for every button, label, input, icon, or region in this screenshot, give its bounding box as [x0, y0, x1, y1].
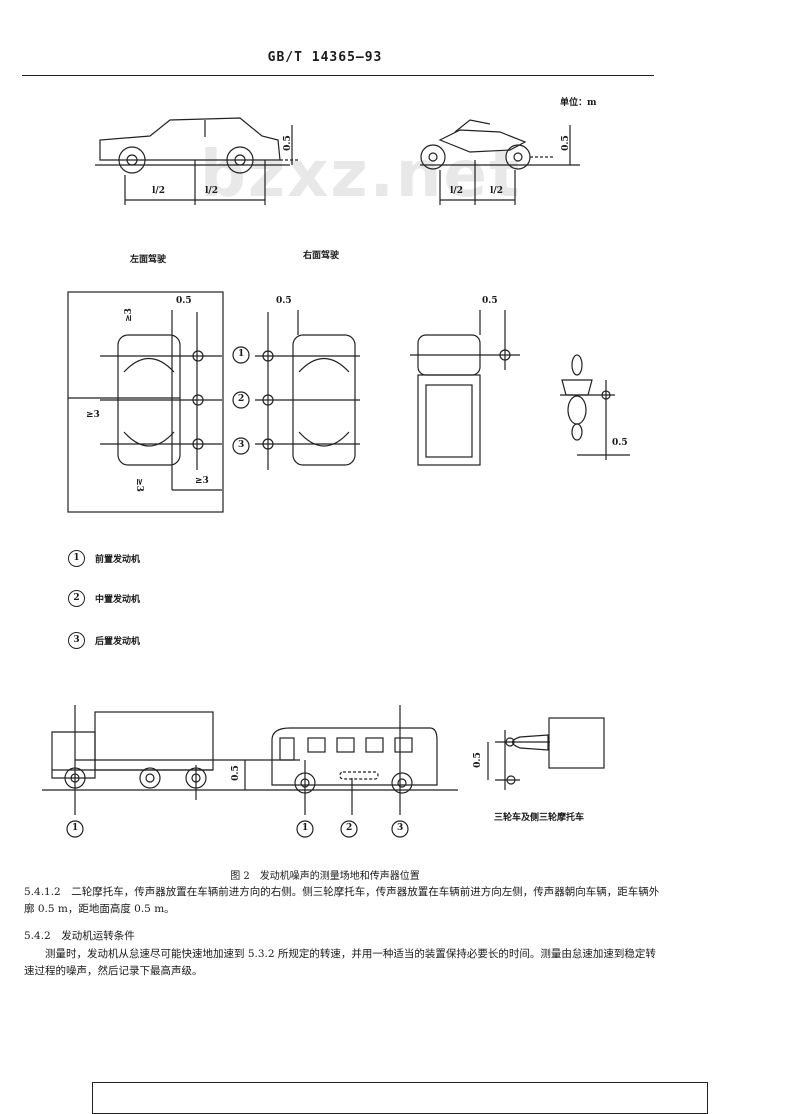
legend-text: 前置发动机: [95, 555, 141, 565]
tricycle-dim-height: 0.5: [472, 752, 483, 768]
left-drive-caption: 左面驾驶: [130, 255, 167, 265]
plan-position-markers: [232, 346, 250, 455]
plan-dim-05-left: 0.5: [176, 296, 192, 306]
plan-dim-ge3-side: ≥3: [86, 410, 100, 420]
unit-label: 单位：m: [560, 98, 597, 108]
bottom-marker-bus-3: 3: [397, 823, 404, 833]
bottom-marker-truck: 1: [72, 823, 79, 833]
moto-dim-height: 0.5: [560, 135, 571, 151]
right-drive-caption: 右面驾驶: [303, 251, 340, 261]
legend-item-rear-engine: 3 后置发动机: [68, 632, 140, 649]
figure-drawing: [42, 117, 630, 838]
plan-dim-ge3-bottom: ≥3: [133, 478, 144, 492]
plan-dim-ge3-right: ≥3: [195, 476, 209, 486]
motorcycle-side-view: [420, 119, 580, 205]
plan-dim-05-moto: 0.5: [612, 438, 628, 448]
bus-side-view: [271, 705, 438, 838]
section-5-4-2-body: 测量时，发动机从怠速尽可能快速地加速到 5.3.2 所规定的转速，并用一种适当的…: [24, 948, 656, 977]
car-dim-half-right: l/2: [205, 186, 218, 196]
legend-text: 后置发动机: [95, 637, 141, 647]
legend-item-front-engine: 1 前置发动机: [68, 550, 140, 567]
section-5-4-2-heading: 5.4.2 发动机运转条件: [24, 928, 664, 945]
truck-side-view: [42, 705, 458, 838]
header-rule: [22, 75, 654, 76]
plan-motorcycle: [560, 354, 630, 460]
plan-dim-05-right: 0.5: [276, 296, 292, 306]
moto-dim-half-left: l/2: [450, 186, 463, 196]
legend-number: 1: [68, 550, 85, 567]
plan-right-drive: [255, 310, 360, 470]
bottom-box: [92, 1082, 708, 1114]
truck-dim-height: 0.5: [230, 765, 241, 781]
plan-dim-05-truck: 0.5: [482, 296, 498, 306]
section-text: 二轮摩托车，传声器放置在车辆前进方向的右侧。侧三轮摩托车，传声器放置在车辆前进方…: [24, 886, 660, 915]
section-number: 5.4.1.2: [24, 886, 61, 898]
car-dim-height: 0.5: [282, 135, 293, 151]
car-dim-half-left: l/2: [152, 186, 165, 196]
tricycle-plan-view: [487, 717, 605, 790]
car-side-view: [95, 117, 300, 205]
moto-dim-half-right: l/2: [490, 186, 503, 196]
plan-left-drive: [67, 291, 224, 513]
plan-marker-1: 1: [238, 349, 245, 359]
plan-marker-2: 2: [238, 394, 245, 404]
section-title: 发动机运转条件: [61, 930, 135, 942]
bottom-marker-bus-2: 2: [346, 823, 353, 833]
legend-text: 中置发动机: [95, 595, 141, 605]
page-header: GB/T 14365—93: [267, 50, 383, 65]
legend-item-mid-engine: 2 中置发动机: [68, 590, 140, 607]
section-5-4-1-2: 5.4.1.2 二轮摩托车，传声器放置在车辆前进方向的右侧。侧三轮摩托车，传声器…: [24, 884, 664, 918]
section-number: 5.4.2: [24, 930, 51, 942]
figure-caption: 图 2 发动机噪声的测量场地和传声器位置: [230, 871, 420, 882]
plan-marker-3: 3: [238, 440, 245, 450]
plan-truck: [410, 310, 520, 466]
tricycle-caption: 三轮车及侧三轮摩托车: [494, 813, 585, 823]
legend-number: 2: [68, 590, 85, 607]
plan-dim-ge3-top: ≥3: [123, 308, 134, 322]
bottom-marker-bus-1: 1: [302, 823, 309, 833]
legend-number: 3: [68, 632, 85, 649]
